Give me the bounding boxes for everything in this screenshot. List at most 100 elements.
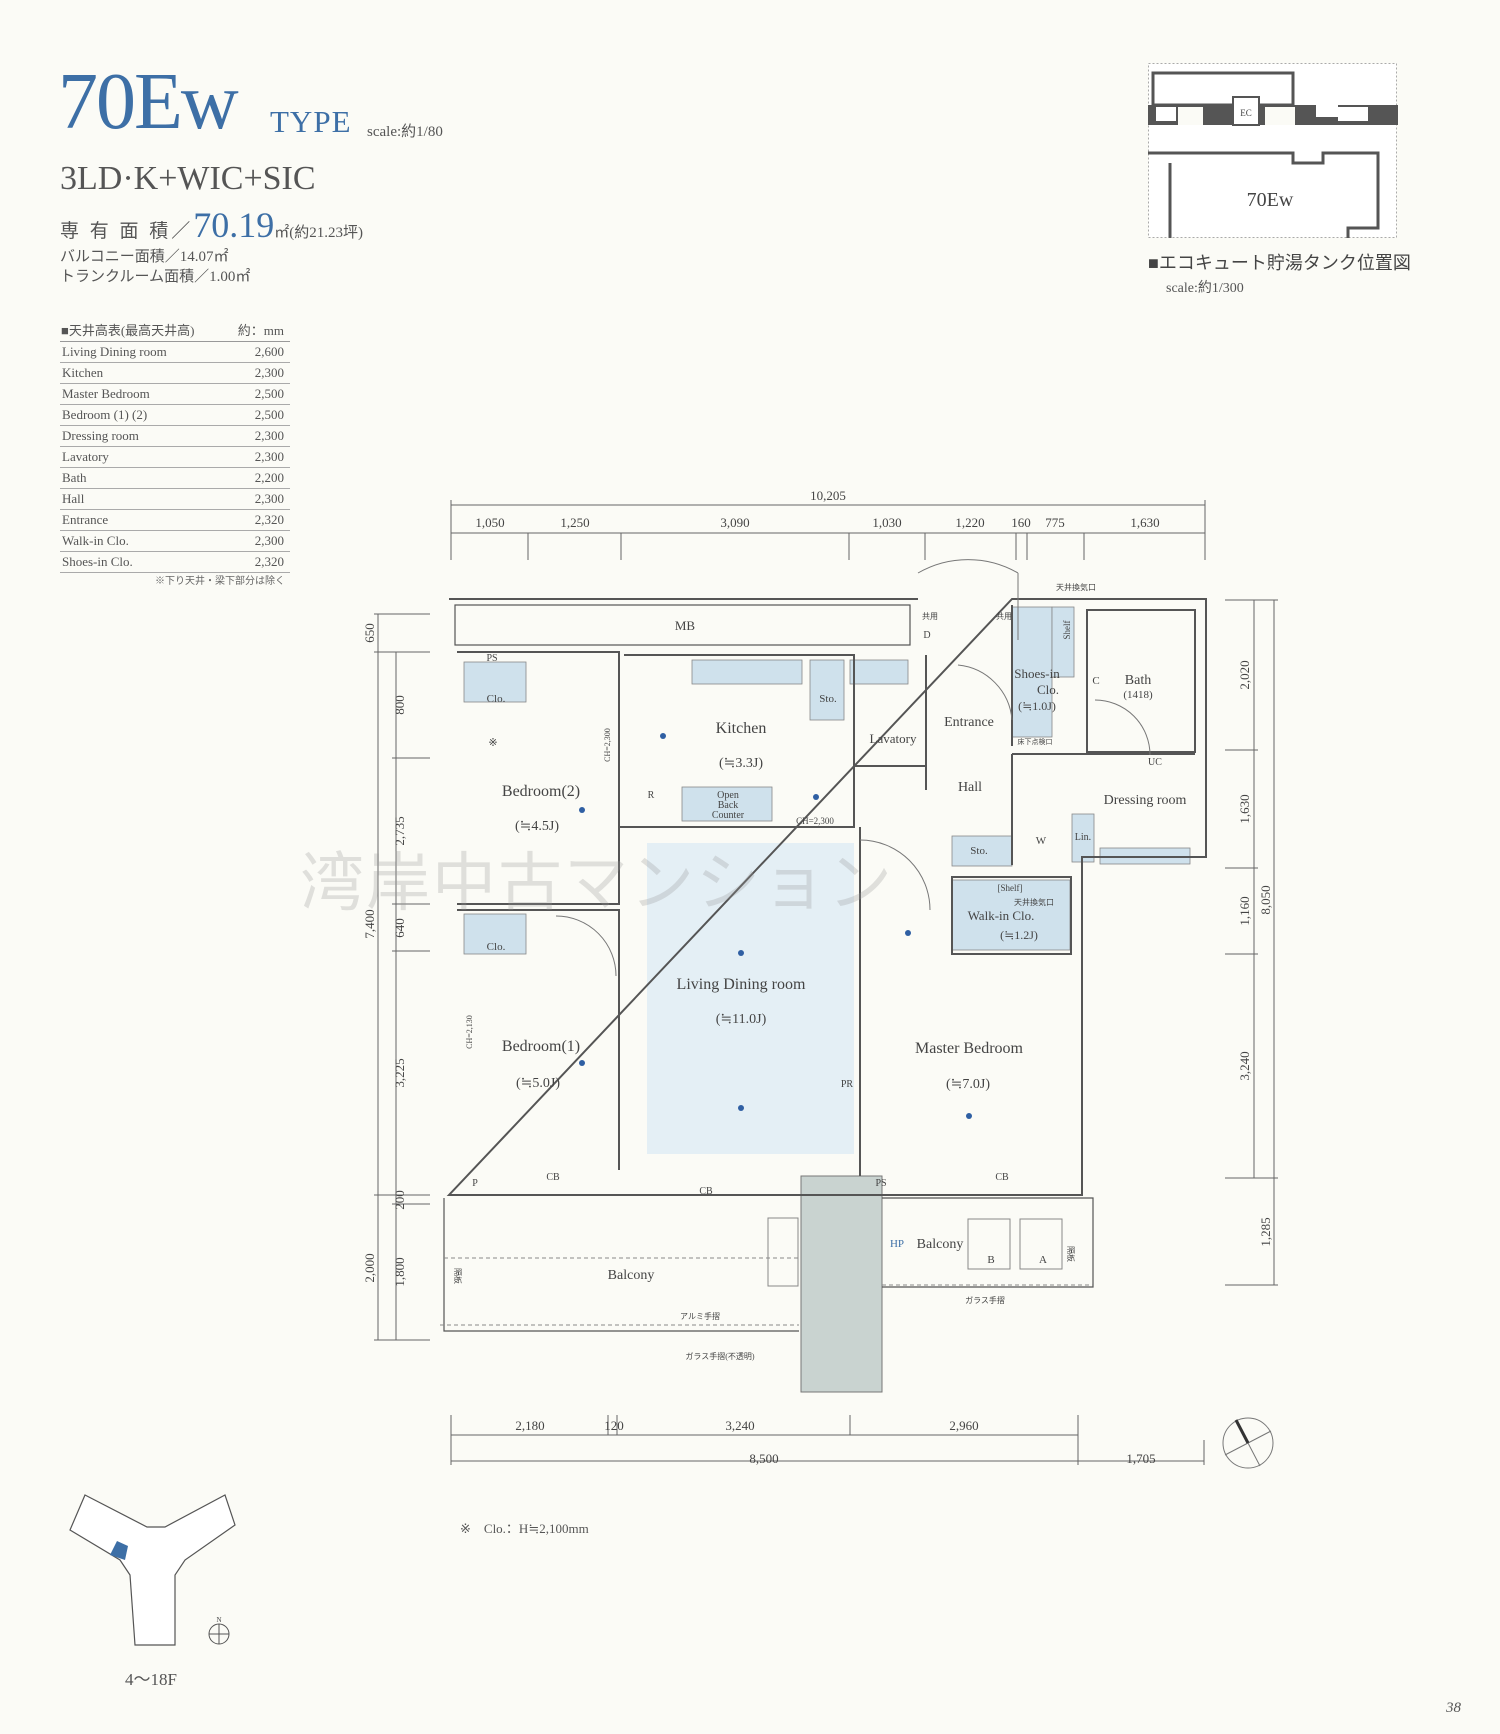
room-height: 2,300 [225,425,290,447]
room-height: 2,500 [225,383,290,405]
label-entrance: Entrance [944,715,994,730]
label-glass-rail: ガラス手摺 [965,1295,1005,1305]
layout-type: 3LD·K+WIC+SIC [60,160,316,197]
label-partition: 隔板 [453,1268,463,1284]
structural-column [800,1175,883,1393]
room-name: Kitchen [60,362,226,384]
label-kitchen: Kitchen [716,720,767,737]
dim-right-inner: 3,240 [1237,1051,1252,1080]
ceiling-light-dots [579,733,972,1119]
label-bedroom1: Bedroom(1) [502,1038,580,1055]
label-linen: Lin. [1075,832,1091,843]
label-fridge: R [648,790,655,801]
dimension-labels: 10,205 1,050 1,250 3,090 1,030 1,220 160… [362,488,1273,1466]
walls [443,598,1207,1332]
label-balcony: Balcony [917,1237,964,1252]
table-unit: 約：mm [225,318,290,342]
room-height: 2,320 [225,509,290,531]
doors [555,559,1151,977]
north-compass-icon [1222,1417,1274,1469]
dim-top: 1,630 [1130,515,1159,530]
dim-top: 1,250 [560,515,589,530]
room-height: 2,300 [225,530,290,552]
exclusive-area: 専 有 面 積／70.19㎡(約21.23坪) [60,204,363,246]
ecocute-location-map: EC 70Ew [1148,63,1398,238]
unit-location-marker [110,1541,128,1560]
dim-bottom: 120 [604,1418,624,1433]
label-walk-in-clo: Walk-in Clo. [968,908,1035,923]
label-hall: Hall [958,780,982,795]
building-key-plan: N [69,1494,236,1646]
room-name: Dressing room [60,425,226,447]
label-floor-hatch: 床下点検口 [1018,737,1053,746]
fixtures [463,606,1191,955]
dim-left-outer: 650 [362,623,377,643]
label-bedroom1-size: (≒5.0J) [516,1076,560,1091]
table-header: ■天井高表(最高天井高)約：mm [60,318,290,342]
label-shoes-in: Shoes-in [1014,666,1060,681]
type-word: TYPE [270,104,352,139]
trunk-room-area: トランクルーム面積／1.00㎡ [60,269,251,285]
label-shoes-in-size: (≒1.0J) [1018,699,1056,713]
label-ps: PS [486,653,497,664]
room-height: 2,320 [225,551,290,573]
key-map-scale: scale:約1/300 [1166,281,1244,296]
label-master-bedroom: Master Bedroom [915,1040,1024,1057]
label-bedroom2: Bedroom(2) [502,783,580,800]
room-name: Walk-in Clo. [60,530,226,552]
north-label: N [216,1616,221,1624]
ec-label: EC [1240,108,1252,118]
dim-top: 1,050 [475,515,504,530]
closet-height-note: ※ Clo.：H≒2,100mm [460,1521,589,1536]
dim-left-inner: 800 [392,695,407,715]
label-open-back-counter: Counter [712,810,745,821]
floor-range: 4〜18F [125,1670,177,1689]
room-height: 2,300 [225,446,290,468]
label-ceiling-vent: 天井換気口 [1056,582,1096,592]
label-mb: MB [675,618,696,633]
label-pr: PR [841,1079,854,1090]
dim-left-outer: 7,400 [362,909,377,938]
label-bath: Bath [1125,673,1151,688]
label-bedroom2-size: (≒4.5J) [515,819,559,834]
label-p: P [472,1178,478,1189]
label-unit-b: B [987,1254,994,1266]
label-heat-pump: HP [890,1238,904,1250]
area-label: 専 有 面 積／ [60,221,194,242]
dim-right-outer: 1,285 [1258,1217,1273,1246]
label-wic-shelf: [Shelf] [998,883,1023,893]
north-icon [208,1623,230,1645]
dim-top: 1,030 [872,515,901,530]
label-unit-a: A [1039,1254,1047,1266]
area-value: 70.19 [193,205,275,245]
label-uc: UC [1148,757,1162,768]
label-alu-rail: アルミ手摺 [680,1311,720,1321]
balcony-area: バルコニー面積／14.07㎡ [60,249,229,265]
label-cb: CB [699,1186,713,1197]
label-clo: Clo. [487,941,506,953]
room-name: Living Dining room [60,341,226,363]
table-row: Shoes-in Clo.2,320 [60,551,290,573]
label-cb: CB [995,1172,1009,1183]
label-ceiling-height-v2: CH=2,130 [465,1015,474,1049]
room-height: 2,300 [225,362,290,384]
label-shared: 共用 [922,612,938,621]
key-map-unit-label: 70Ew [1247,189,1294,211]
room-height: 2,200 [225,467,290,489]
type-code: 70Ew [58,58,239,146]
table-row: Walk-in Clo.2,300 [60,530,290,552]
dim-right-outer: 8,050 [1258,885,1273,914]
label-ceiling-height-v: CH=2,300 [603,728,612,762]
dim-top-total: 10,205 [810,488,846,503]
ac-outdoor-units [767,1217,1063,1287]
room-name: Shoes-in Clo. [60,551,226,573]
label-shared: 共用 [996,612,1012,621]
room-name: Hall [60,488,226,510]
